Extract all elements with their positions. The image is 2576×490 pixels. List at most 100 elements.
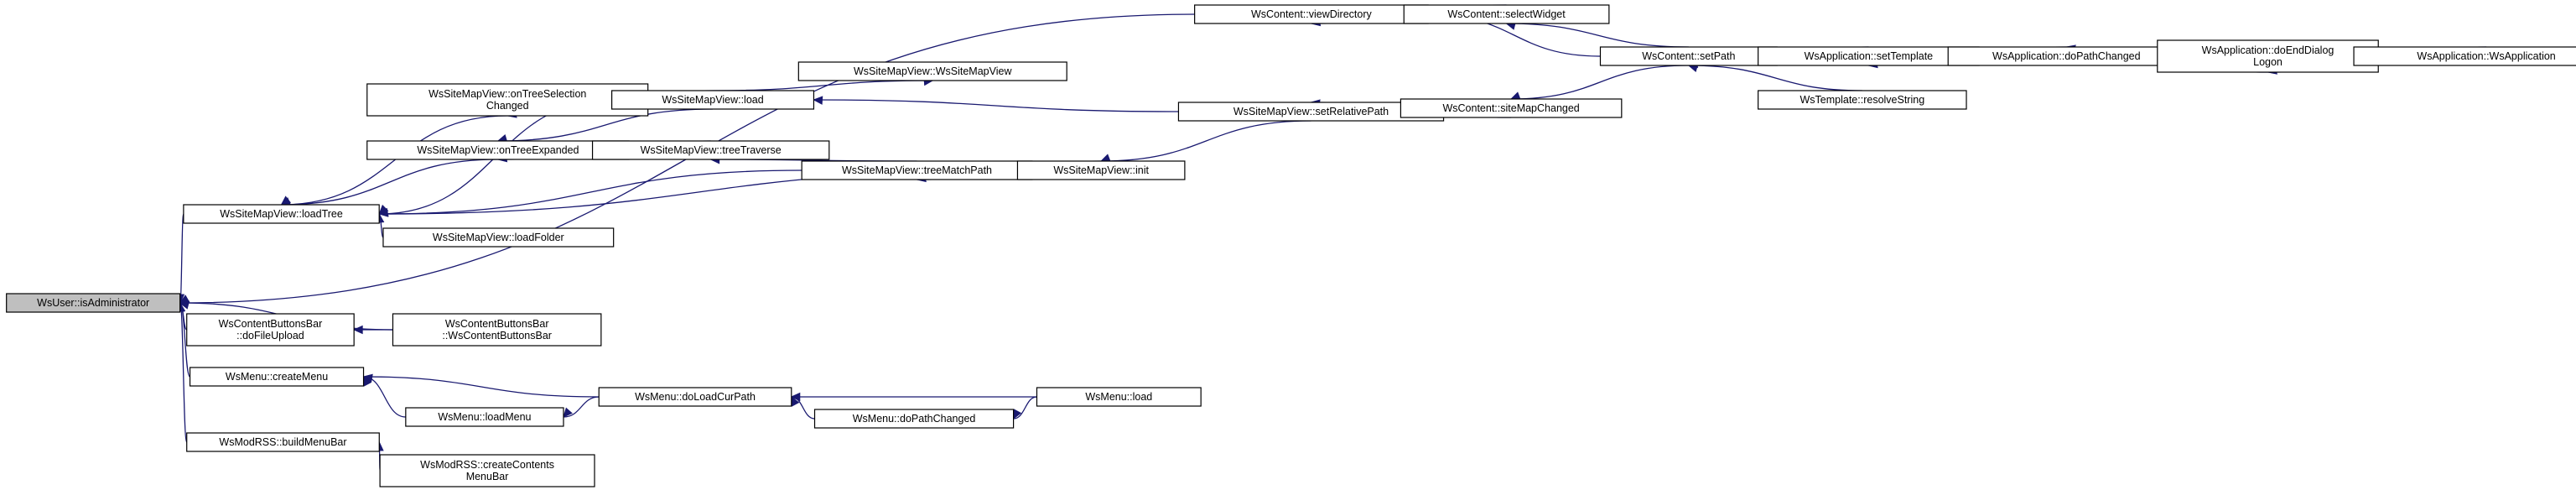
node-createMenu[interactable]: WsMenu::createMenu [189, 367, 365, 387]
node-buildMenuBar[interactable]: WsModRSS::buildMenuBar [186, 432, 380, 452]
node-setTemplate[interactable]: WsApplication::setTemplate [1758, 46, 1980, 66]
node-box [405, 407, 564, 427]
node-box [1036, 387, 1202, 407]
edge-arrowhead [352, 325, 363, 335]
edge-line [1013, 396, 1037, 420]
edge-setPath-to-selectWidget [1505, 21, 1689, 48]
node-label: WsMenu::createMenu [226, 371, 328, 383]
node-box [1016, 160, 1186, 180]
node-label: WsSiteMapView::loadFolder [433, 232, 564, 243]
node-label: WsSiteMapView::setRelativePath [1233, 106, 1389, 117]
node-box [797, 61, 1067, 81]
edge-menuDoPathChanged-to-doLoadCurPath [791, 395, 815, 420]
edge-line [1101, 120, 1311, 162]
node-btnCtor[interactable]: WsContentButtonsBar::WsContentButtonsBar [392, 313, 602, 347]
edge-btnCtor-to-btnDoFileUpload [352, 325, 393, 335]
edge-arrowhead [1100, 154, 1111, 163]
node-label: WsApplication::WsApplication [2417, 50, 2555, 62]
node-label: WsUser::isAdministrator [37, 297, 149, 309]
node-label: WsMenu::doLoadCurPath [635, 391, 756, 403]
node-label: WsContentButtonsBar [445, 318, 549, 330]
node-resolveString[interactable]: WsTemplate::resolveString [1758, 90, 1967, 110]
node-loadTree[interactable]: WsSiteMapView::loadTree [183, 204, 380, 224]
node-label: WsContentButtonsBar [219, 318, 323, 330]
node-box [382, 227, 615, 248]
node-label: WsSiteMapView::treeTraverse [641, 144, 782, 156]
node-label: WsTemplate::resolveString [1800, 94, 1924, 106]
node-label: WsSiteMapView::WsSiteMapView [854, 65, 1012, 77]
node-treeMatchPath[interactable]: WsSiteMapView::treeMatchPath [801, 160, 1033, 180]
edge-buildMenuBar-to-isAdministrator [175, 301, 188, 443]
node-appDoPathChanged[interactable]: WsApplication::doPathChanged [1947, 46, 2186, 66]
edge-line [1511, 65, 1689, 100]
node-label: WsMenu::load [1085, 391, 1152, 403]
edge-resolveString-to-setPath [1687, 63, 1862, 91]
node-box [591, 140, 830, 160]
node-onTreeExpanded[interactable]: WsSiteMapView::onTreeExpanded [366, 140, 630, 160]
node-label: WsModRSS::createContents [420, 459, 554, 471]
edge-arrowhead [362, 373, 373, 383]
edge-loadTree-to-isAdministrator [175, 213, 185, 305]
edge-line [363, 376, 600, 398]
node-isAdministrator[interactable]: WsUser::isAdministrator [6, 293, 181, 313]
node-loadFolder[interactable]: WsSiteMapView::loadFolder [382, 227, 615, 248]
node-smvCtor[interactable]: WsSiteMapView::WsSiteMapView [797, 61, 1067, 81]
node-label: WsMenu::doPathChanged [853, 413, 976, 425]
edge-smvLoad-to-onTreeExpanded [496, 108, 714, 143]
node-label: WsMenu::loadMenu [438, 411, 531, 423]
node-menuLoad[interactable]: WsMenu::load [1036, 387, 1202, 407]
edge-arrowhead [179, 295, 190, 304]
node-treeTraverse[interactable]: WsSiteMapView::treeTraverse [591, 140, 830, 160]
node-btnDoFileUpload[interactable]: WsContentButtonsBar::doFileUpload [186, 313, 355, 347]
node-box [1400, 98, 1623, 118]
node-selectWidget[interactable]: WsContent::selectWidget [1403, 4, 1610, 24]
node-box [6, 293, 181, 313]
node-label: WsApplication::doPathChanged [1992, 50, 2141, 62]
node-label: WsContent::viewDirectory [1251, 8, 1373, 20]
node-label: WsApplication::setTemplate [1805, 50, 1934, 62]
edge-line [281, 159, 498, 206]
node-label: WsSiteMapView::treeMatchPath [842, 164, 992, 176]
node-label: WsContent::siteMapChanged [1442, 102, 1579, 114]
node-setPath[interactable]: WsContent::setPath [1599, 46, 1778, 66]
node-box [189, 367, 365, 387]
node-label: MenuBar [466, 471, 509, 482]
node-label: WsContent::setPath [1642, 50, 1735, 62]
node-box [2157, 39, 2379, 73]
node-appCtor[interactable]: WsApplication::WsApplication [2353, 46, 2576, 66]
node-layer: WsUser::isAdministrator WsSiteMapView::lo… [6, 4, 2576, 487]
node-label: WsContent::selectWidget [1447, 8, 1566, 20]
node-box [2353, 46, 2576, 66]
edge-setPath-to-siteMapChanged [1509, 65, 1689, 101]
node-doLoadCurPath[interactable]: WsMenu::doLoadCurPath [598, 387, 792, 407]
edge-line [563, 396, 600, 418]
node-viewDirectory[interactable]: WsContent::viewDirectory [1194, 4, 1429, 24]
node-menuDoPathChanged[interactable]: WsMenu::doPathChanged [813, 409, 1015, 429]
node-setRelativePath[interactable]: WsSiteMapView::setRelativePath [1177, 102, 1445, 122]
node-box [598, 387, 792, 407]
edge-menuLoad-to-menuDoPathChanged [1013, 396, 1037, 420]
node-loadMenu[interactable]: WsMenu::loadMenu [405, 407, 564, 427]
edge-line [281, 115, 508, 206]
node-smvLoad[interactable]: WsSiteMapView::load [610, 90, 815, 110]
edge-line [179, 213, 184, 304]
edge-setRelativePath-to-smvLoad [813, 96, 1179, 112]
edge-line [813, 99, 1179, 112]
node-label: WsSiteMapView::init [1053, 164, 1149, 176]
node-smvInit[interactable]: WsSiteMapView::init [1016, 160, 1186, 180]
node-box [610, 90, 815, 110]
node-label: WsApplication::doEndDialog [2202, 44, 2334, 56]
edge-arrowhead [813, 96, 823, 105]
node-siteMapChanged[interactable]: WsContent::siteMapChanged [1400, 98, 1623, 118]
node-box [366, 83, 649, 117]
node-box [186, 432, 380, 452]
node-label: WsSiteMapView::onTreeSelection [428, 88, 586, 100]
edge-loadMenu-to-createMenu [362, 375, 406, 418]
edge-treeMatchPath-to-loadTree [378, 169, 802, 217]
node-label: WsSiteMapView::load [662, 94, 763, 106]
node-box [183, 204, 380, 224]
node-label: WsModRSS::buildMenuBar [219, 436, 346, 448]
